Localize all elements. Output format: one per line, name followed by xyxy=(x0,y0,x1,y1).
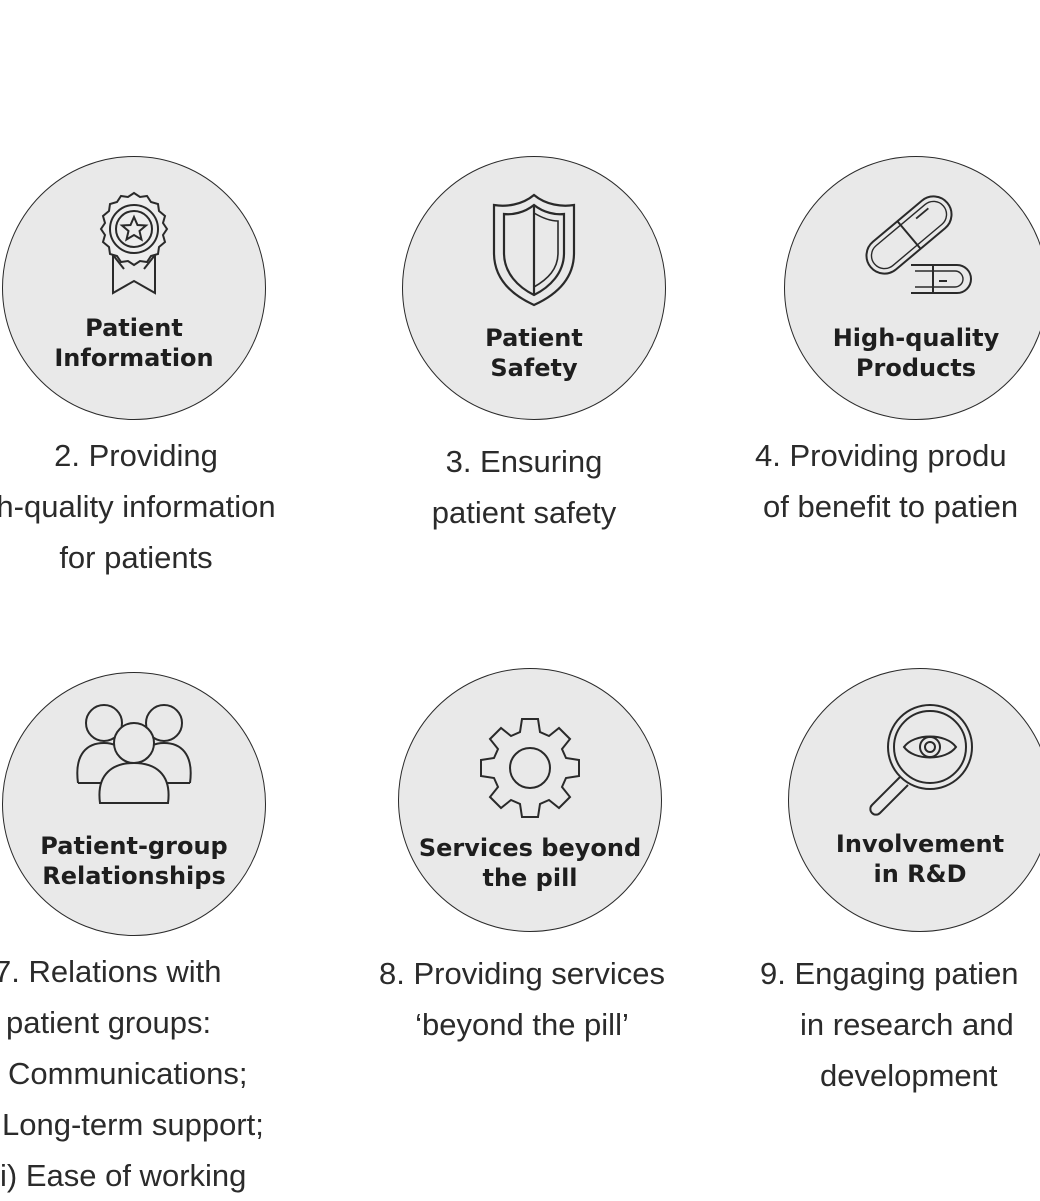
caption-line: patient groups: xyxy=(6,1005,212,1040)
caption-line: Communications; xyxy=(8,1056,248,1091)
people-group-icon xyxy=(64,687,204,812)
caption-line: 8. Providing services xyxy=(378,956,665,991)
circle-label: Involvement in R&D xyxy=(835,830,1005,888)
pill-capsule-icon xyxy=(851,187,981,312)
caption-line: 2. Providing xyxy=(54,438,218,473)
caption-line: in research and xyxy=(800,1007,1014,1042)
caption-line: 7. Relations with xyxy=(0,954,222,989)
caption-line: for patients xyxy=(59,540,213,575)
circle-label: Patient Safety xyxy=(485,324,583,382)
caption-patient-information: 2. Providing h-quality information for p… xyxy=(0,430,316,583)
caption-line: 3. Ensuring xyxy=(445,444,603,479)
circle-patient-safety: Patient Safety xyxy=(402,156,666,420)
caption-line: i) Ease of working xyxy=(0,1158,247,1193)
gear-icon xyxy=(475,713,585,828)
caption-line: 9. Engaging patien xyxy=(760,956,1019,991)
caption-line: Long-term support; xyxy=(2,1107,264,1142)
caption-involvement-in-rd: 9. Engaging patien in research and devel… xyxy=(760,948,1040,1101)
caption-line: development xyxy=(820,1058,998,1093)
caption-line: ‘beyond the pill’ xyxy=(415,1007,629,1042)
caption-line: of benefit to patien xyxy=(763,489,1019,524)
shield-icon xyxy=(486,191,582,314)
circle-involvement-in-rd: Involvement in R&D xyxy=(788,668,1040,932)
circle-patient-information: Patient Information xyxy=(2,156,266,420)
award-ribbon-icon xyxy=(89,189,179,304)
caption-patient-safety: 3. Ensuring patient safety xyxy=(344,436,704,538)
circle-high-quality-products: High-quality Products xyxy=(784,156,1040,420)
circle-label: Services beyond the pill xyxy=(418,834,642,892)
circle-label: Patient-group Relationships xyxy=(40,832,228,890)
circle-services-beyond-the-pill: Services beyond the pill xyxy=(398,668,662,932)
circle-patient-group-relationships: Patient-group Relationships xyxy=(2,672,266,936)
caption-line: patient safety xyxy=(431,495,617,530)
caption-line: h-quality information xyxy=(0,489,276,524)
caption-patient-group-relationships: 7. Relations with patient groups: Commun… xyxy=(0,946,314,1201)
magnifier-eye-icon xyxy=(860,697,980,822)
caption-services-beyond-the-pill: 8. Providing services ‘beyond the pill’ xyxy=(342,948,702,1050)
circle-label: Patient Information xyxy=(54,314,214,372)
caption-high-quality-products: 4. Providing produ of benefit to patien xyxy=(755,430,1040,532)
circle-label: High-quality Products xyxy=(832,324,1000,382)
caption-line: 4. Providing produ xyxy=(755,438,1007,473)
